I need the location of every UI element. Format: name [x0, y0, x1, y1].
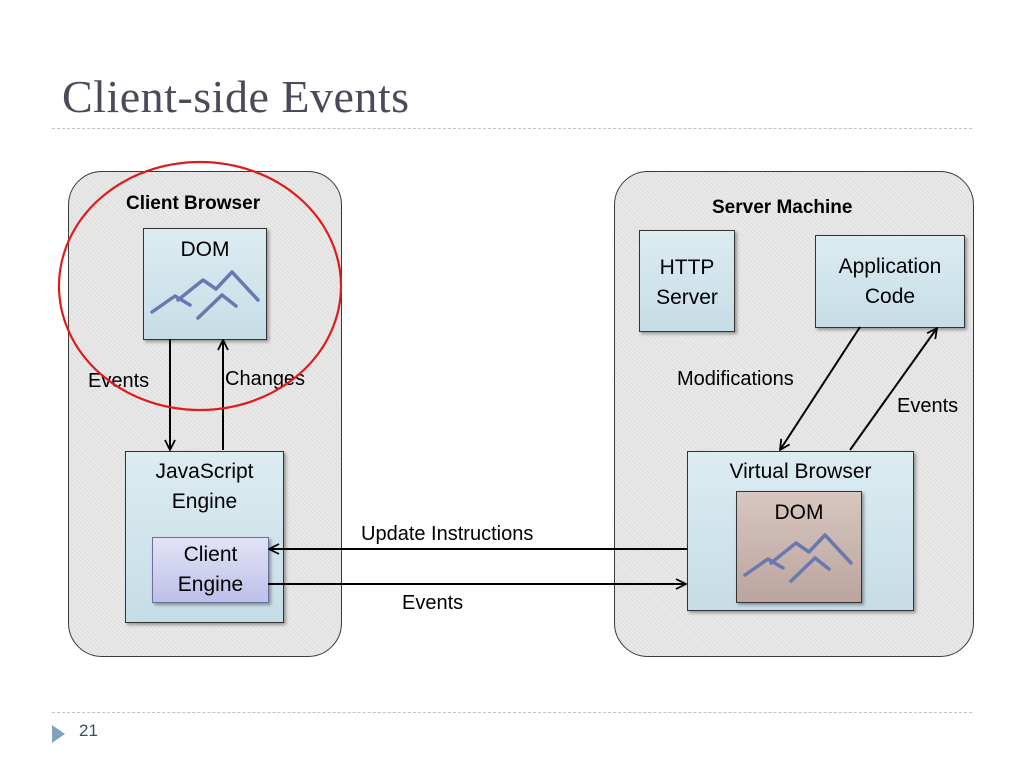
http-server-box[interactable]: HTTP Server: [639, 230, 735, 332]
client-engine-line2: Engine: [177, 573, 244, 596]
virtual-dom-tree-icon: [743, 533, 853, 583]
page-number: 21: [79, 721, 98, 740]
application-code-line2: Code: [864, 285, 916, 308]
http-server-line1: HTTP: [659, 256, 715, 279]
client-engine-line1: Client: [183, 543, 238, 566]
server-events-arrow: [849, 328, 937, 451]
http-server-line2: Server: [656, 286, 718, 309]
highlight-circle: [57, 160, 343, 412]
title-divider: [52, 128, 972, 129]
javascript-engine-line1: JavaScript: [155, 460, 254, 483]
application-code-line1: Application: [838, 255, 942, 278]
client-dom-tree-icon: [150, 270, 260, 320]
javascript-engine-line2: Engine: [171, 490, 238, 513]
virtual-dom-label: DOM: [774, 501, 824, 524]
slide-title: Client-side Events: [62, 71, 410, 122]
client-dom-label: DOM: [180, 238, 230, 261]
virtual-browser-label: Virtual Browser: [729, 460, 872, 483]
modifications-label: Modifications: [677, 368, 794, 390]
server-machine-label: Server Machine: [712, 197, 853, 218]
update-instructions-label: Update Instructions: [361, 523, 534, 545]
modifications-arrow: [780, 326, 861, 450]
server-events-label: Events: [897, 395, 959, 417]
application-code-box[interactable]: Application Code: [815, 235, 965, 328]
cross-events-label: Events: [402, 592, 464, 614]
footer-divider: [52, 712, 972, 713]
client-dom-box[interactable]: DOM: [143, 228, 267, 340]
client-browser-label: Client Browser: [126, 193, 261, 214]
client-engine-box[interactable]: Client Engine: [152, 537, 269, 603]
footer-triangle-icon: [52, 725, 65, 743]
